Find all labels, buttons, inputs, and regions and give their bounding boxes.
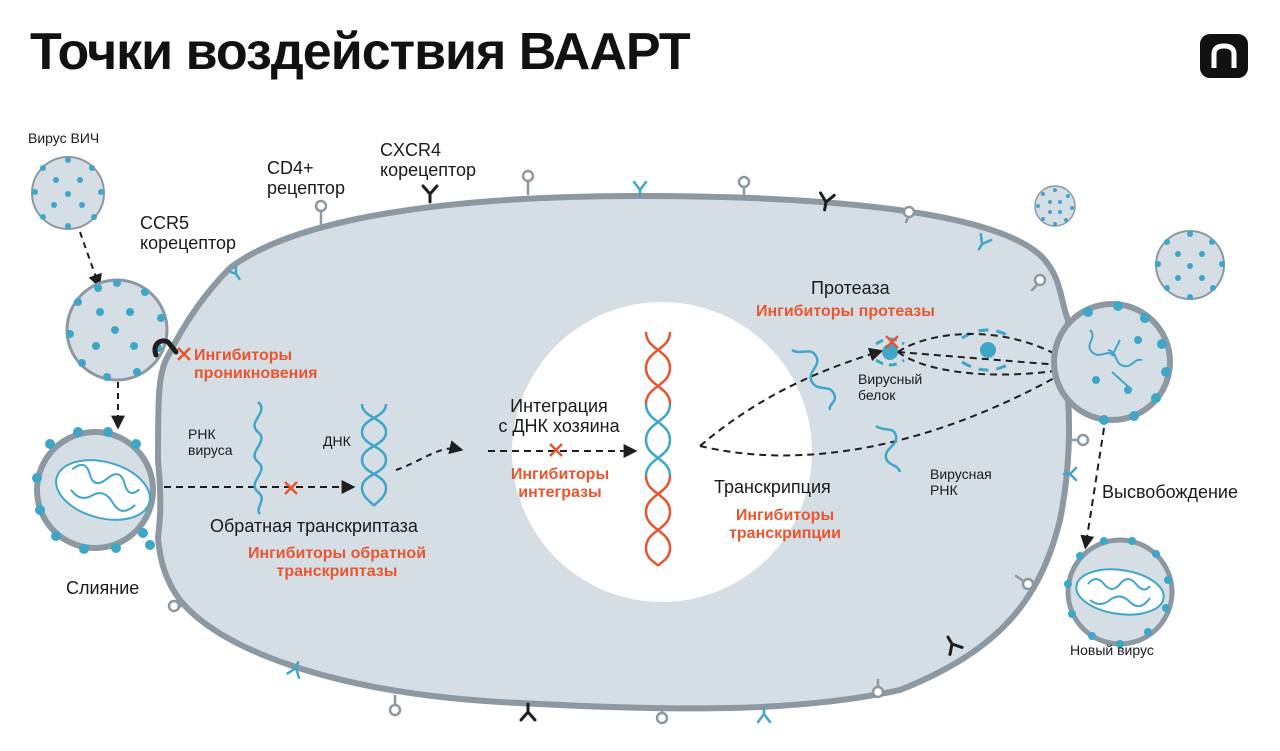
- page-title: Точки воздействия ВААРТ: [30, 23, 691, 81]
- cd4-receptor: [902, 205, 916, 224]
- rt-inhibition-x-icon: [284, 481, 298, 495]
- dna-label: ДНК: [323, 433, 351, 449]
- fusion-label: Слияние: [66, 578, 140, 598]
- ccr5-coreceptor: [228, 265, 241, 281]
- ccr5-coreceptor: [286, 661, 301, 679]
- cd4-receptor: [521, 169, 535, 196]
- protease-inhibitors-label: Ингибиторы протеазы: [756, 303, 935, 320]
- host-dna-helix: [644, 331, 672, 567]
- brand-logo-icon: [1200, 34, 1248, 78]
- cxcr4-coreceptor: [946, 635, 964, 656]
- attaching-virus: [65, 278, 179, 382]
- cxcr4-coreceptor: [421, 184, 439, 204]
- viral-rna-cyto-strand: [875, 424, 902, 473]
- entry-inhibition-x-icon: [177, 347, 191, 361]
- transcription-label: Транскрипция: [714, 477, 831, 497]
- ccr5-coreceptor: [756, 706, 772, 724]
- fusion-virus: [32, 427, 156, 554]
- viral-dna-helix: [360, 403, 388, 507]
- cxcr4-coreceptor: [818, 191, 836, 212]
- cd4-receptor: [737, 175, 751, 198]
- hiv-virus-label: Вирус ВИЧ: [28, 130, 100, 146]
- cd4-receptor: [871, 678, 885, 699]
- cd4-receptor: [655, 704, 669, 725]
- protease-label: Протеаза: [811, 278, 890, 298]
- protease-inhibition-x-icon: [885, 335, 899, 349]
- free-virion: [1155, 230, 1225, 300]
- reverse-transcriptase-label: Обратная транскриптаза: [210, 516, 418, 536]
- cd4-receptor: [1068, 433, 1090, 447]
- ccr5-coreceptor: [632, 180, 648, 198]
- release-label: Высвобождение: [1102, 482, 1238, 502]
- cxcr4-coreceptor: [519, 702, 537, 722]
- ccr5-coreceptor: [977, 232, 993, 251]
- viral-protein-strand: [791, 348, 837, 411]
- cd4-label: CD4+рецептор: [267, 158, 345, 199]
- cd4-receptor: [1030, 273, 1047, 292]
- hiv-virus: [31, 156, 105, 230]
- cd4-receptor: [167, 599, 186, 613]
- budding-virus: [1051, 301, 1173, 425]
- new-virus: [1064, 537, 1175, 648]
- membrane-receptors: [167, 169, 1090, 725]
- integrase-inhibition-x-icon: [549, 443, 563, 457]
- free-virion: [1034, 185, 1076, 227]
- ccr5-coreceptor: [1062, 466, 1078, 482]
- cd4-receptor: [1014, 574, 1035, 591]
- cd4-receptor: [314, 199, 328, 228]
- cd4-receptor: [388, 694, 402, 717]
- new-virus-label: Новый вирус: [1070, 642, 1154, 658]
- viral-rna-strand: [253, 401, 263, 515]
- nucleus: [512, 302, 812, 602]
